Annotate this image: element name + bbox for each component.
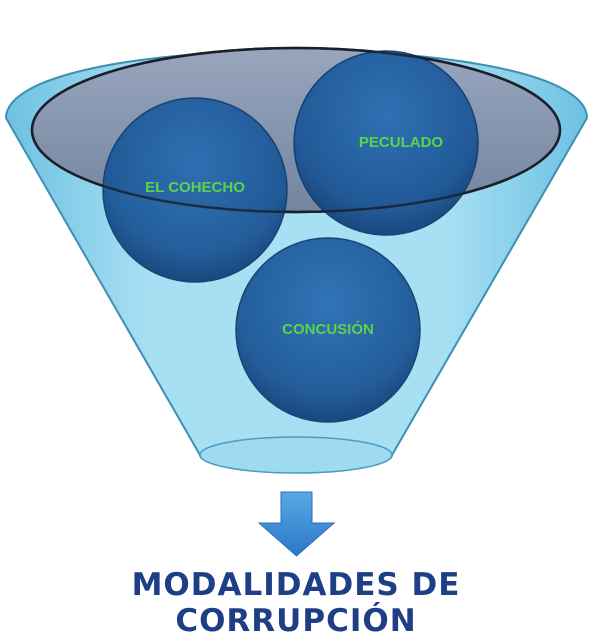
circle-el-cohecho: EL COHECHO	[102, 97, 288, 283]
funnel-bottom	[199, 436, 393, 474]
title-line-1: MODALIDADES DE	[132, 567, 461, 603]
circle-peculado: PECULADO	[293, 50, 479, 236]
title-line-2: CORRUPCIÓN	[175, 602, 416, 639]
funnel-rim-edge	[30, 46, 562, 214]
circle-concusion: CONCUSIÓN	[235, 237, 421, 423]
label-concusion: CONCUSIÓN	[282, 320, 374, 338]
label-peculado: PECULADO	[359, 134, 444, 151]
label-el-cohecho: EL COHECHO	[145, 179, 245, 196]
down-arrow-icon	[257, 491, 336, 557]
